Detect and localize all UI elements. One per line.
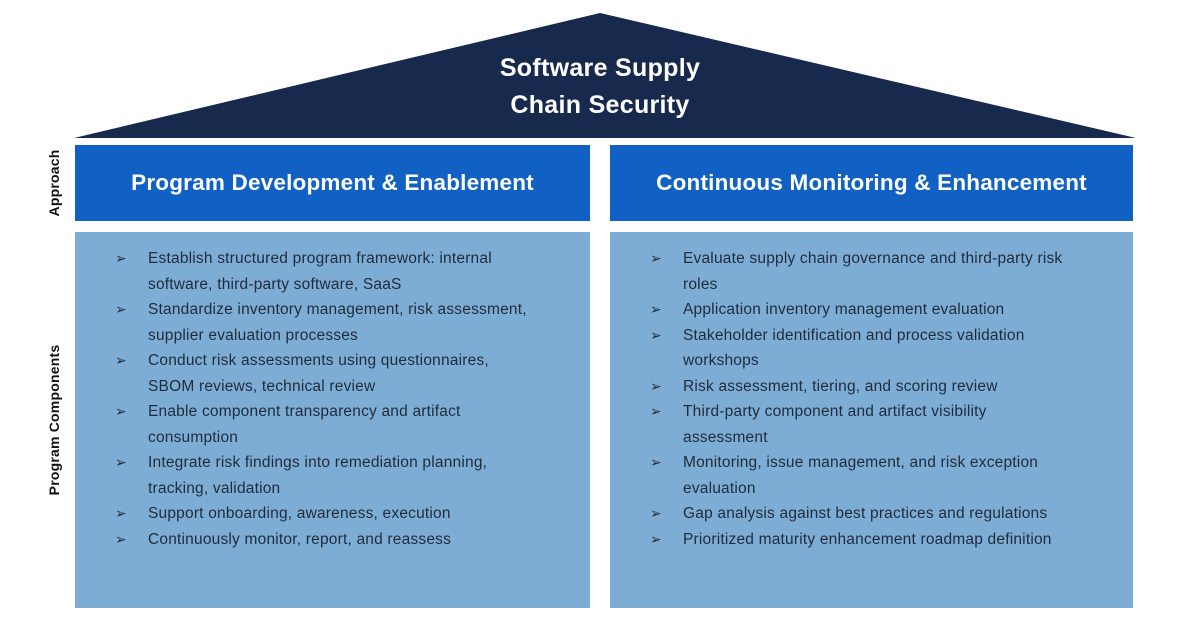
bullet-item: ➢ Gap analysis against best practices and… [650, 501, 1111, 527]
bullet-text: Enable component transparency and artifa… [148, 403, 461, 446]
arrow-bullet-icon: ➢ [115, 403, 127, 419]
bullet-list-program-development: ➢ Establish structured program framework:… [75, 232, 590, 608]
diagram-title: Software Supply Chain Security [0, 50, 1200, 124]
bullet-text: Conduct risk assessments using questionn… [148, 352, 489, 395]
arrow-bullet-icon: ➢ [650, 505, 662, 521]
bullet-text: Evaluate supply chain governance and thi… [683, 250, 1063, 293]
bullet-item: ➢ Monitoring, issue management, and risk … [650, 450, 1111, 501]
bullet-list-continuous-monitoring: ➢ Evaluate supply chain governance and th… [610, 232, 1133, 608]
bullet-item: ➢ Evaluate supply chain governance and th… [650, 246, 1111, 297]
roof-triangle-shape [74, 13, 1136, 138]
arrow-bullet-icon: ➢ [650, 301, 662, 317]
bullet-text: Application inventory management evaluat… [683, 301, 1005, 318]
column-header-program-development: Program Development & Enablement [75, 145, 590, 221]
bullet-item: ➢ Stakeholder identification and process … [650, 323, 1111, 374]
arrow-bullet-icon: ➢ [115, 454, 127, 470]
bullet-text: Monitoring, issue management, and risk e… [683, 454, 1039, 497]
diagram-title-line2: Chain Security [510, 91, 690, 119]
bullet-text: Support onboarding, awareness, execution [148, 505, 451, 522]
bullet-text: Prioritized maturity enhancement roadmap… [683, 530, 1052, 548]
arrow-bullet-icon: ➢ [115, 301, 127, 317]
arrow-bullet-icon: ➢ [650, 250, 662, 266]
side-label-approach: Approach [46, 149, 62, 217]
bullet-text: Establish structured program framework: … [148, 250, 492, 293]
bullet-text: Third-party component and artifact visib… [683, 403, 987, 446]
bullet-item: ➢ Integrate risk findings into remediatio… [115, 450, 568, 501]
bullet-text: Gap analysis against best practices and … [683, 505, 1048, 522]
bullet-text: Integrate risk findings into remediation… [148, 454, 488, 497]
bullet-item: ➢ Enable component transparency and artif… [115, 399, 568, 450]
bullet-item: ➢ Support onboarding, awareness, executio… [115, 501, 568, 527]
bullet-text: Stakeholder identification and process v… [683, 326, 1025, 370]
arrow-bullet-icon: ➢ [650, 326, 662, 343]
side-label-program-components: Program Components [46, 344, 62, 496]
arrow-bullet-icon: ➢ [650, 454, 662, 470]
bullet-item: ➢ Risk assessment, tiering, and scoring r… [650, 374, 1111, 400]
roof-triangle [74, 13, 1136, 138]
arrow-bullet-icon: ➢ [115, 505, 127, 521]
bullet-text: Continuously monitor, report, and reasse… [148, 530, 452, 548]
bullet-item: ➢ Continuously monitor, report, and reass… [115, 527, 568, 553]
bullet-item: ➢ Application inventory management evalua… [650, 297, 1111, 323]
bullet-text: Risk assessment, tiering, and scoring re… [683, 377, 998, 395]
bullet-text: Standardize inventory management, risk a… [148, 301, 527, 344]
diagram-title-line1: Software Supply [499, 54, 701, 82]
bullet-item: ➢ Conduct risk assessments using question… [115, 348, 568, 399]
arrow-bullet-icon: ➢ [650, 403, 662, 419]
arrow-bullet-icon: ➢ [650, 377, 662, 394]
arrow-bullet-icon: ➢ [115, 352, 127, 368]
arrow-bullet-icon: ➢ [115, 250, 127, 266]
column-header-continuous-monitoring: Continuous Monitoring & Enhancement [610, 145, 1133, 221]
bullet-item: ➢ Standardize inventory management, risk … [115, 297, 568, 348]
bullet-item: ➢ Establish structured program framework:… [115, 246, 568, 297]
arrow-bullet-icon: ➢ [650, 530, 662, 547]
bullet-item: ➢ Third-party component and artifact visi… [650, 399, 1111, 450]
arrow-bullet-icon: ➢ [115, 530, 127, 547]
bullet-item: ➢ Prioritized maturity enhancement roadma… [650, 527, 1111, 553]
